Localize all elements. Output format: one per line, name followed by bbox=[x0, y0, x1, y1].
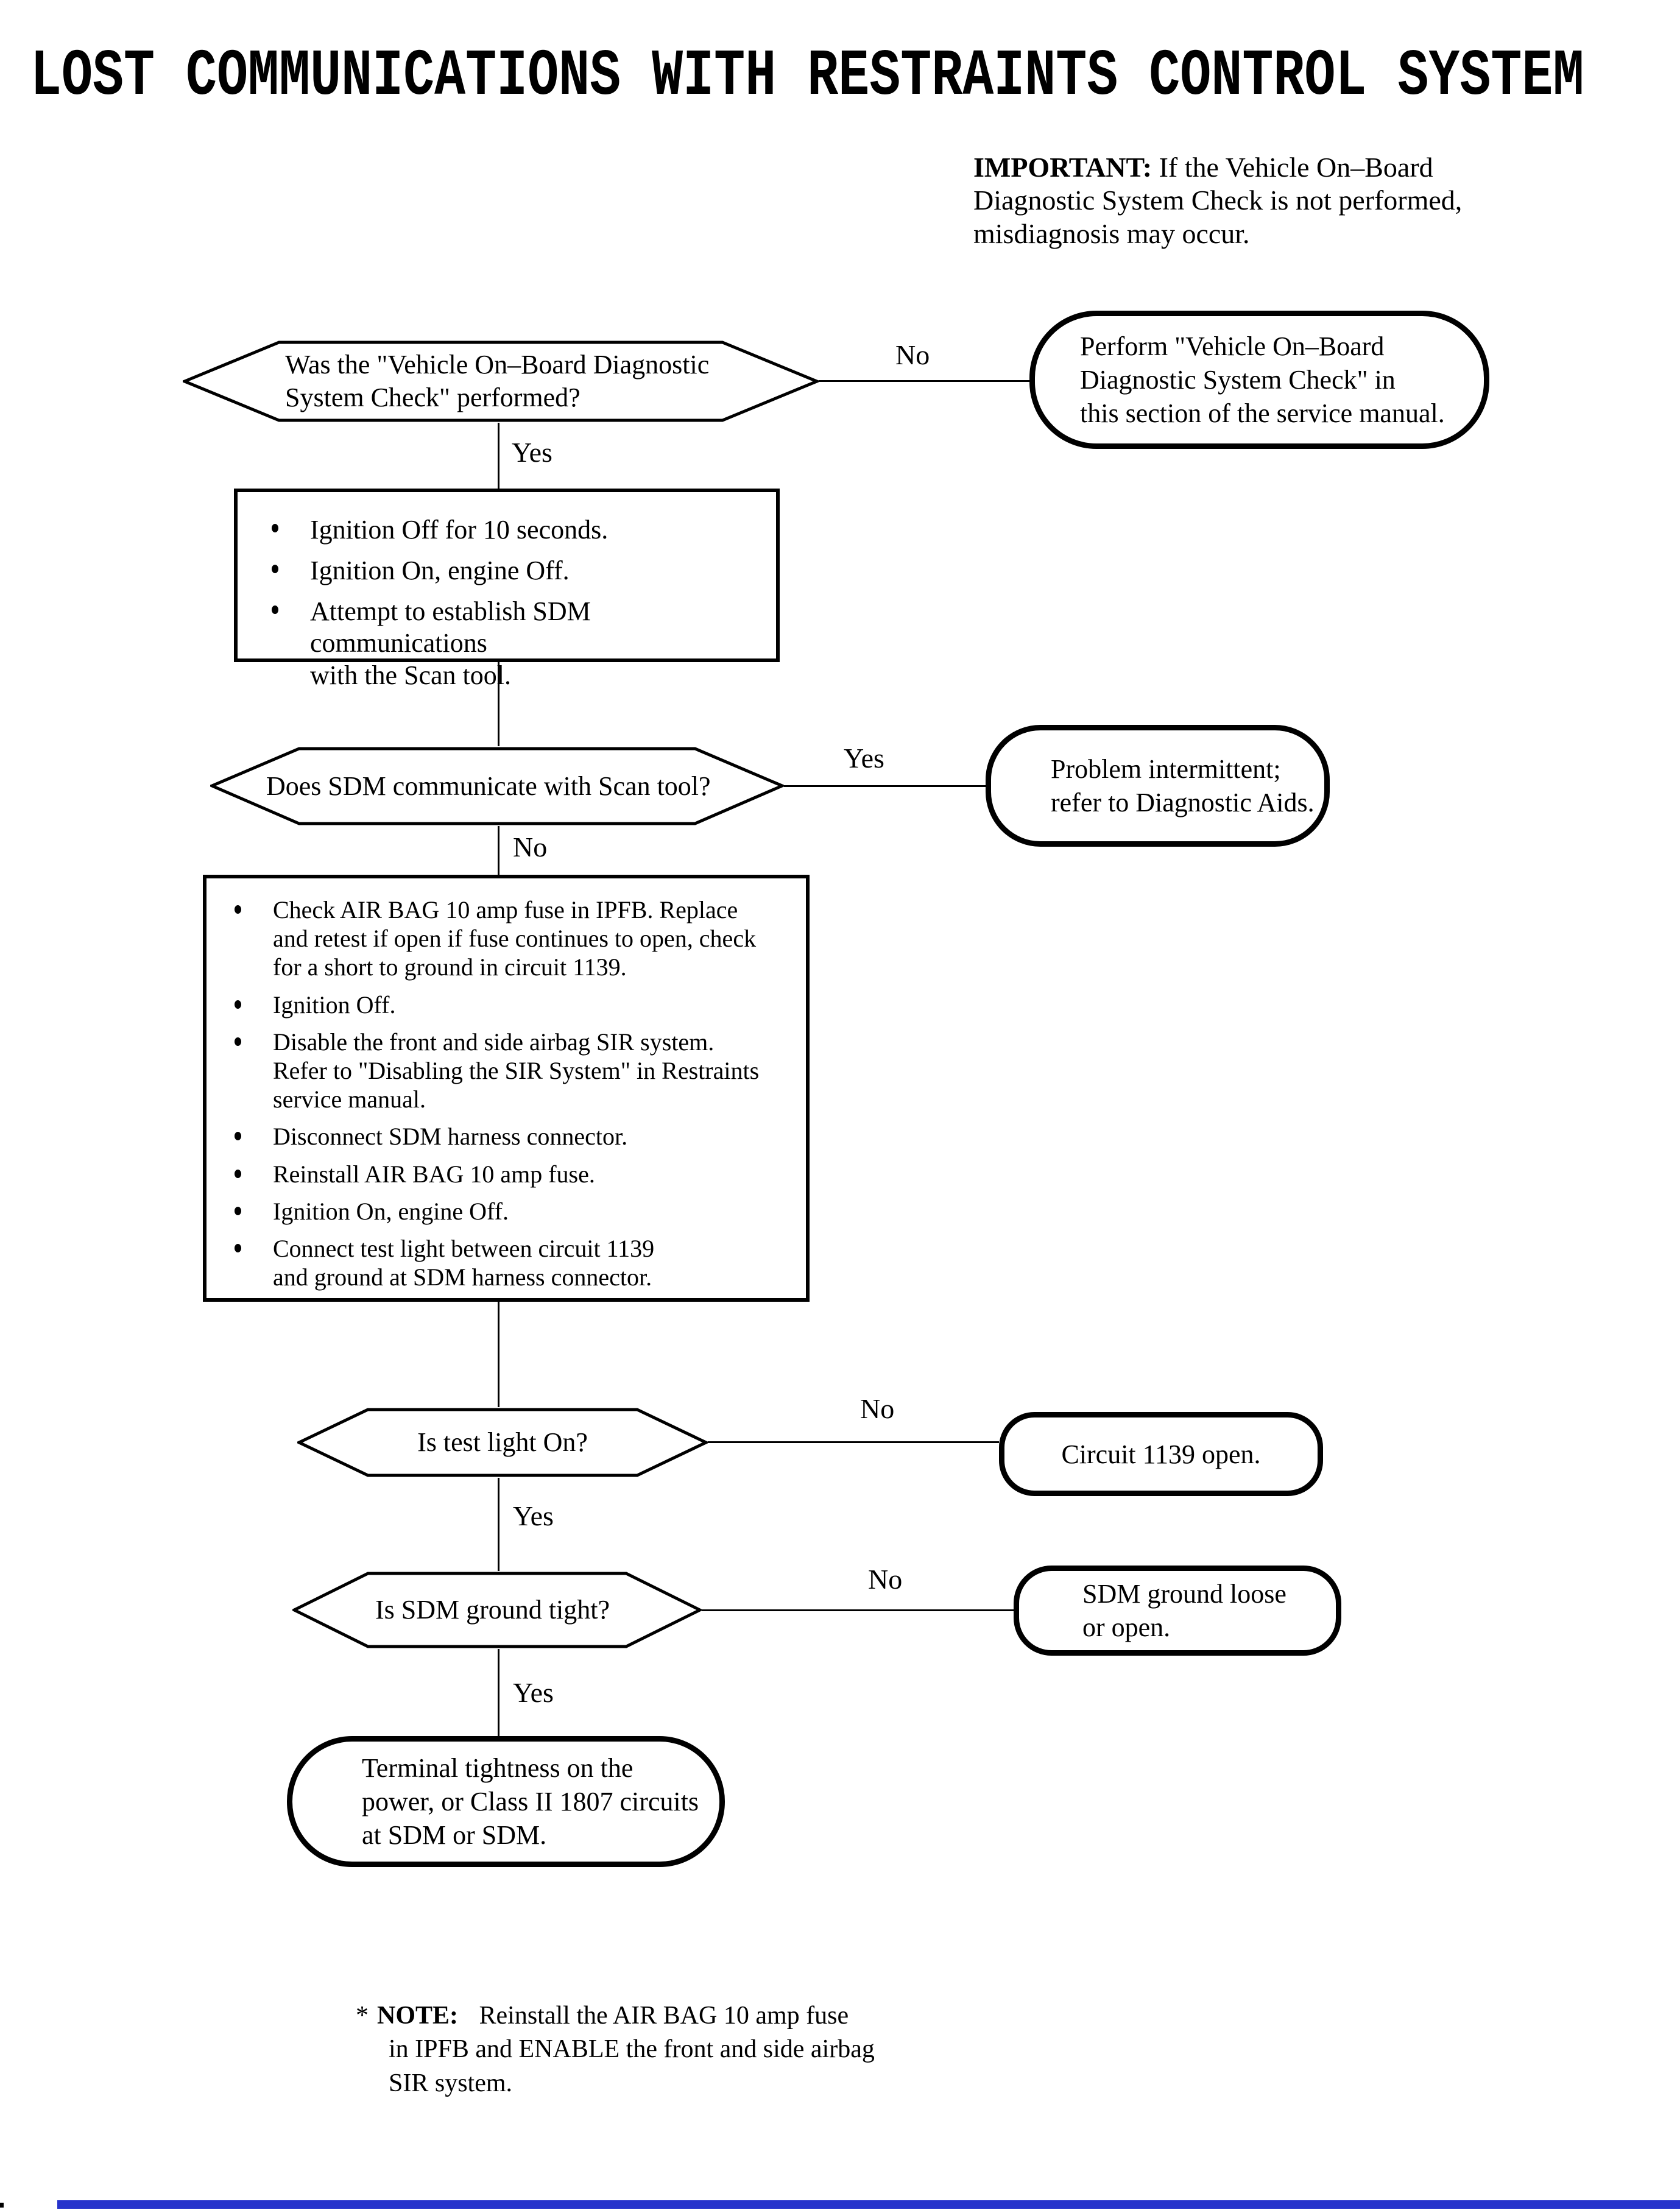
action-problem-intermittent: Problem intermittent; refer to Diagnosti… bbox=[986, 725, 1330, 847]
connector-d3-no bbox=[708, 1441, 999, 1443]
footer-accent-bar bbox=[57, 2200, 1680, 2209]
list-item: Connect test light between circuit 1139 … bbox=[235, 1234, 797, 1291]
action-text: Terminal tightness on the power, or Clas… bbox=[362, 1753, 699, 1850]
note-label: NOTE: bbox=[377, 2002, 459, 2030]
edge-label-yes: Yes bbox=[844, 743, 884, 774]
action-text: Problem intermittent; refer to Diagnosti… bbox=[1051, 754, 1315, 817]
list-item-text: Attempt to establish SDM communications … bbox=[310, 596, 591, 691]
decision-text: Was the "Vehicle On–Board Diagnostic Sys… bbox=[285, 350, 710, 412]
list-item: Check AIR BAG 10 amp fuse in IPFB. Repla… bbox=[235, 895, 797, 982]
step-box-fuse-and-test-light: Check AIR BAG 10 amp fuse in IPFB. Repla… bbox=[203, 875, 810, 1302]
connector-d2-yes bbox=[784, 785, 986, 787]
edge-label-yes: Yes bbox=[513, 1500, 554, 1531]
important-text: Diagnostic System Check is not performed… bbox=[973, 185, 1463, 249]
step-box-reset-ignition: Ignition Off for 10 seconds. Ignition On… bbox=[234, 489, 780, 690]
edge-label-yes: Yes bbox=[512, 437, 552, 468]
asterisk: * bbox=[356, 2002, 369, 2030]
list-item: Ignition On, engine Off. bbox=[235, 1197, 797, 1226]
action-perform-diagnostic-check: Perform "Vehicle On–Board Diagnostic Sys… bbox=[1029, 311, 1489, 449]
decision-text: Does SDM communicate with Scan tool? bbox=[266, 771, 711, 801]
decision-diagnostic-check-performed: Was the "Vehicle On–Board Diagnostic Sys… bbox=[183, 340, 819, 423]
list-item-text: Check AIR BAG 10 amp fuse in IPFB. Repla… bbox=[273, 896, 757, 981]
footnote: * NOTE: Reinstall the AIR BAG 10 amp fuse… bbox=[356, 1999, 875, 2100]
action-text: Perform "Vehicle On–Board Diagnostic Sys… bbox=[1080, 331, 1445, 428]
connector-d1-no bbox=[819, 380, 1029, 382]
list-item-text: Ignition Off for 10 seconds. bbox=[310, 515, 609, 545]
decision-sdm-ground-tight: Is SDM ground tight? bbox=[292, 1571, 702, 1649]
list-item-text: Ignition On, engine Off. bbox=[310, 555, 570, 585]
connector-d1-yes bbox=[498, 423, 499, 489]
bullet-icon bbox=[272, 524, 278, 532]
list-item-text: Ignition On, engine Off. bbox=[273, 1197, 509, 1225]
important-line1: If the Vehicle On–Board bbox=[1152, 152, 1433, 183]
scan-artifact-dot bbox=[0, 2203, 4, 2208]
connector-b2-d3 bbox=[498, 1302, 499, 1407]
list-item-text: Reinstall AIR BAG 10 amp fuse. bbox=[273, 1160, 595, 1188]
decision-text: Is test light On? bbox=[417, 1427, 588, 1458]
decision-text: Is SDM ground tight? bbox=[375, 1595, 610, 1625]
hexagon-shape bbox=[297, 1408, 708, 1477]
important-label: IMPORTANT: bbox=[973, 152, 1152, 183]
note-first-line: Reinstall the AIR BAG 10 amp fuse bbox=[473, 2002, 849, 2030]
page-title: LOST COMMUNICATIONS WITH RESTRAINTS CONT… bbox=[30, 39, 1584, 115]
bullet-icon bbox=[272, 605, 278, 614]
action-circuit-1139-open: Circuit 1139 open. bbox=[999, 1412, 1323, 1496]
list-item: Disconnect SDM harness connector. bbox=[235, 1122, 797, 1151]
footnote-line1: * NOTE: Reinstall the AIR BAG 10 amp fuse bbox=[356, 1999, 875, 2033]
connector-d4-yes bbox=[498, 1649, 499, 1736]
list-item-text: Disconnect SDM harness connector. bbox=[273, 1123, 628, 1151]
edge-label-no: No bbox=[895, 339, 930, 370]
action-terminal-tightness: Terminal tightness on the power, or Clas… bbox=[287, 1736, 725, 1867]
connector-d4-no bbox=[702, 1609, 1014, 1611]
connector-b1-d2 bbox=[498, 662, 499, 746]
bullet-icon bbox=[235, 1000, 241, 1009]
list-item-text: Connect test light between circuit 1139 … bbox=[273, 1234, 655, 1291]
bullet-icon bbox=[235, 1243, 241, 1252]
action-text: Circuit 1139 open. bbox=[1061, 1439, 1261, 1469]
hexagon-shape bbox=[210, 747, 784, 825]
list-item: Ignition Off for 10 seconds. bbox=[272, 514, 765, 546]
edge-label-no: No bbox=[513, 831, 548, 863]
decision-sdm-communicates: Does SDM communicate with Scan tool? bbox=[210, 746, 784, 826]
bullet-icon bbox=[235, 1132, 241, 1141]
important-note: IMPORTANT: If the Vehicle On–Board Diagn… bbox=[973, 151, 1595, 250]
connector-d3-yes bbox=[498, 1478, 499, 1571]
bullet-icon bbox=[272, 564, 278, 573]
bullet-icon bbox=[235, 1169, 241, 1178]
bullet-icon bbox=[235, 905, 241, 914]
list-item-text: Ignition Off. bbox=[273, 990, 396, 1019]
decision-test-light-on: Is test light On? bbox=[297, 1407, 708, 1478]
action-text: SDM ground loose or open. bbox=[1082, 1579, 1286, 1642]
edge-label-no: No bbox=[868, 1564, 903, 1595]
edge-label-no: No bbox=[860, 1393, 895, 1424]
bullet-icon bbox=[235, 1206, 241, 1215]
bullet-icon bbox=[235, 1037, 241, 1046]
list-item: Disable the front and side airbag SIR sy… bbox=[235, 1028, 797, 1114]
note-continuation: in IPFB and ENABLE the front and side ai… bbox=[389, 2035, 875, 2097]
list-item: Ignition On, engine Off. bbox=[272, 555, 765, 587]
list-item: Ignition Off. bbox=[235, 990, 797, 1019]
hexagon-shape bbox=[183, 341, 819, 422]
action-sdm-ground-loose: SDM ground loose or open. bbox=[1014, 1566, 1341, 1656]
hexagon-shape bbox=[292, 1572, 702, 1648]
list-item: Reinstall AIR BAG 10 amp fuse. bbox=[235, 1160, 797, 1188]
edge-label-yes: Yes bbox=[513, 1677, 554, 1708]
list-item: Attempt to establish SDM communications … bbox=[272, 596, 765, 692]
connector-d2-no bbox=[498, 826, 499, 875]
list-item-text: Disable the front and side airbag SIR sy… bbox=[273, 1028, 760, 1114]
